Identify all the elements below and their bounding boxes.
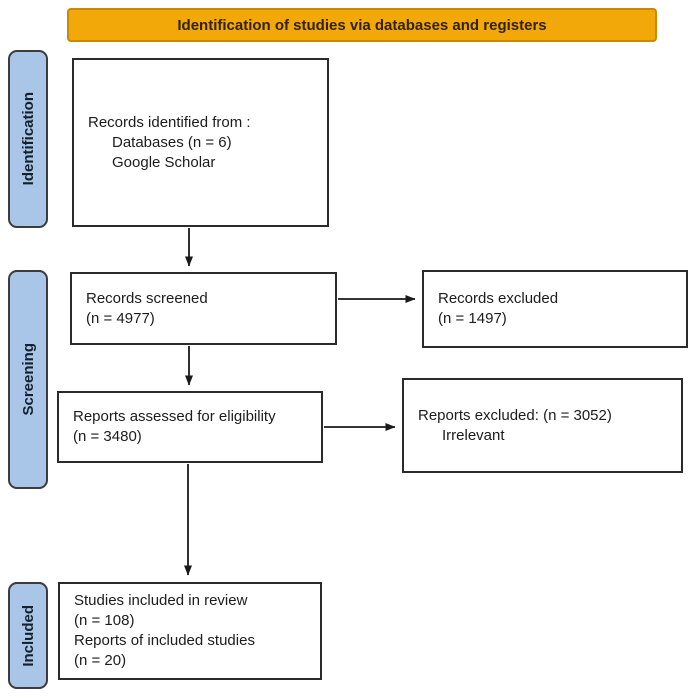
box-records-screened: Records screened (n = 4977) (70, 272, 337, 345)
stage-label-identification: Identification (8, 50, 48, 228)
records-screened-line-2: (n = 4977) (86, 309, 155, 327)
reports-assessed-line-1: Reports assessed for eligibility (73, 408, 276, 425)
reports-excluded-line-2: Irrelevant (442, 426, 505, 444)
records-identified-line-2: Databases (n = 6) (112, 133, 232, 151)
records-identified-line-1: Records identified from : (88, 113, 251, 131)
records-screened-line-1: Records screened (86, 289, 208, 307)
box-records-identified: Records identified from : Databases (n =… (72, 58, 329, 227)
banner-title: Identification of studies via databases … (177, 16, 547, 34)
box-reports-excluded: Reports excluded: (n = 3052) Irrelevant (402, 378, 683, 473)
studies-included-line-3: Reports of included studies (74, 632, 255, 649)
reports-assessed-line-2: (n = 3480) (73, 428, 142, 445)
records-identified-line-3: Google Scholar (112, 153, 216, 171)
box-reports-assessed: Reports assessed for eligibility (n = 34… (57, 391, 323, 463)
stage-label-screening-text: Screening (19, 343, 37, 416)
stage-label-included: Included (8, 582, 48, 689)
stage-label-identification-text: Identification (19, 92, 37, 186)
records-excluded-line-2: (n = 1497) (438, 310, 507, 327)
stage-label-screening: Screening (8, 270, 48, 489)
records-excluded-line-1: Records excluded (438, 290, 559, 307)
studies-included-line-1: Studies included in review (74, 592, 248, 609)
studies-included-line-2: (n = 108) (74, 612, 135, 629)
reports-excluded-line-1: Reports excluded: (n = 3052) (418, 406, 612, 424)
banner-title-bar: Identification of studies via databases … (67, 8, 657, 42)
box-studies-included: Studies included in review (n = 108) Rep… (58, 582, 322, 680)
studies-included-line-4: (n = 20) (74, 652, 127, 669)
box-records-excluded: Records excluded (n = 1497) (422, 270, 688, 348)
stage-label-included-text: Included (19, 604, 37, 667)
